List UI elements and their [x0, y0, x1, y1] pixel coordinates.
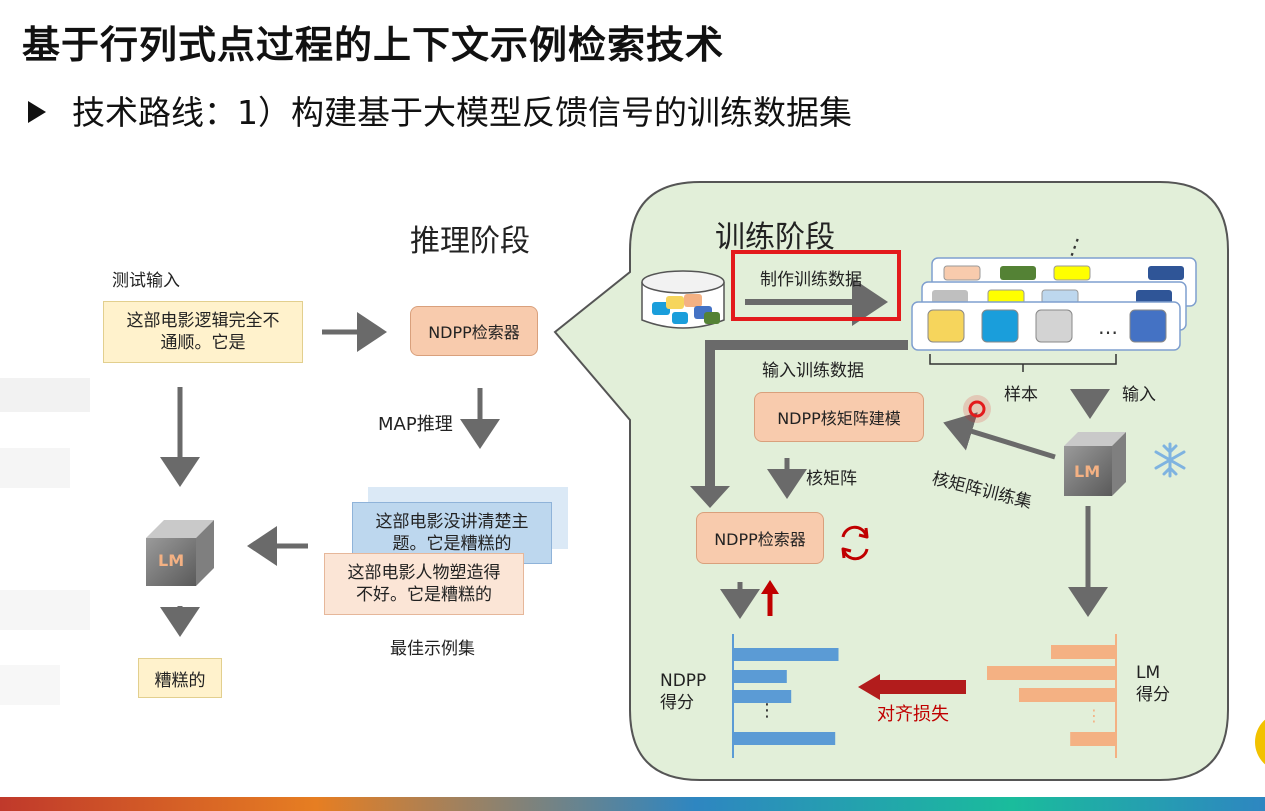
lm-score-bar — [1070, 732, 1115, 746]
ndpp-score-label-2: 得分 — [660, 693, 694, 713]
sample-chip — [1129, 309, 1167, 343]
ndpp-retriever-training-label: NDPP检索器 — [714, 530, 806, 549]
align-loss-arrow-body — [878, 680, 966, 694]
subtitle: 技术路线：1）构建基于大模型反馈信号的训练数据集 — [28, 86, 852, 134]
bullet-triangle-icon — [28, 100, 46, 123]
sample-brace — [929, 354, 1117, 372]
best-example-set-label: 最佳示例集 — [390, 639, 475, 659]
snowflake-icon — [1154, 442, 1186, 478]
ndpp-score-bars — [734, 648, 839, 745]
example-card-front: 这部电影人物塑造得不好。它是糟糕的 — [324, 553, 524, 615]
input-training-data-label: 输入训练数据 — [762, 361, 864, 381]
ndpp-score-bar — [734, 670, 787, 683]
align-loss-arrow-head — [858, 674, 880, 700]
test-input-box: 这部电影逻辑完全不通顺。它是 — [103, 301, 303, 363]
arrow-input-training-data — [705, 340, 908, 488]
lm-score-label-1: LM — [1136, 663, 1161, 683]
ndpp-score-bar — [734, 690, 792, 703]
input-label: 输入 — [1122, 385, 1156, 405]
sample-chip — [981, 309, 1019, 343]
output-box: 糟糕的 — [138, 658, 222, 698]
ndpp-kernel-model-label: NDPP核矩阵建模 — [777, 409, 901, 428]
output-text: 糟糕的 — [154, 670, 206, 691]
bottom-color-bar — [0, 797, 1265, 811]
example-front-text: 这部电影人物塑造得不好。它是糟糕的 — [347, 563, 501, 605]
training-stage-title: 训练阶段 — [715, 220, 835, 255]
database-icon — [641, 270, 725, 329]
lm-score-bar — [1019, 688, 1115, 702]
decoration-bar — [0, 378, 90, 412]
make-training-data-label: 制作训练数据 — [760, 270, 862, 290]
decoration-bar — [0, 448, 70, 488]
ndpp-bars-vdots: ⋮ — [758, 700, 776, 721]
refresh-icon — [841, 525, 869, 561]
lm-score-label: LM 得分 — [1136, 662, 1170, 706]
sample-card-front — [911, 301, 1181, 351]
ndpp-score-label-1: NDPP — [660, 671, 707, 691]
test-input-label: 测试输入 — [112, 271, 180, 291]
ndpp-retriever-inference-label: NDPP检索器 — [428, 323, 520, 342]
align-loss-label: 对齐损失 — [877, 704, 949, 725]
arrow-retriever-up-head — [761, 580, 779, 594]
kernel-matrix-label: 核矩阵 — [806, 469, 857, 489]
inference-stage-title: 推理阶段 — [410, 224, 530, 259]
cursor-dot-icon — [963, 395, 991, 423]
sample-chip — [1035, 309, 1073, 343]
sample-chips — [927, 309, 1167, 343]
ndpp-score-bar — [734, 732, 836, 745]
sample-label: 样本 — [1004, 385, 1038, 405]
sample-chip — [927, 309, 965, 343]
example-back-text: 这部电影没讲清楚主题。它是糟糕的 — [375, 512, 529, 554]
lm-score-bar — [1051, 645, 1115, 659]
decoration-bar — [0, 590, 90, 630]
test-input-text: 这部电影逻辑完全不通顺。它是 — [126, 311, 280, 353]
lm-cube-training — [1064, 432, 1126, 496]
lm-label-inference: LM — [158, 551, 185, 570]
lm-score-label-2: 得分 — [1136, 685, 1170, 705]
subtitle-text: 技术路线：1）构建基于大模型反馈信号的训练数据集 — [72, 93, 852, 132]
decoration-bar — [0, 665, 60, 705]
arrow-lm-to-kernel-model — [943, 412, 1056, 460]
lm-cube-inference — [146, 520, 214, 586]
lm-bars-vdots: ⋮ — [1086, 706, 1102, 725]
lm-score-bar — [987, 666, 1115, 680]
ndpp-retriever-training: NDPP检索器 — [696, 512, 824, 564]
lm-score-bars — [987, 645, 1115, 746]
ndpp-score-label: NDPP 得分 — [660, 670, 706, 714]
card-ellipsis: … — [1098, 315, 1118, 339]
page-title: 基于行列式点过程的上下文示例检索技术 — [22, 23, 725, 67]
ndpp-retriever-inference: NDPP检索器 — [410, 306, 538, 356]
map-inference-label: MAP推理 — [378, 414, 453, 435]
corner-decoration — [1255, 712, 1265, 772]
ndpp-score-bar — [734, 648, 839, 661]
highlight-box — [731, 250, 901, 321]
ndpp-kernel-model-box: NDPP核矩阵建模 — [754, 392, 924, 442]
lm-label-training: LM — [1074, 462, 1101, 481]
arrow-input-training-data-head — [690, 486, 730, 508]
